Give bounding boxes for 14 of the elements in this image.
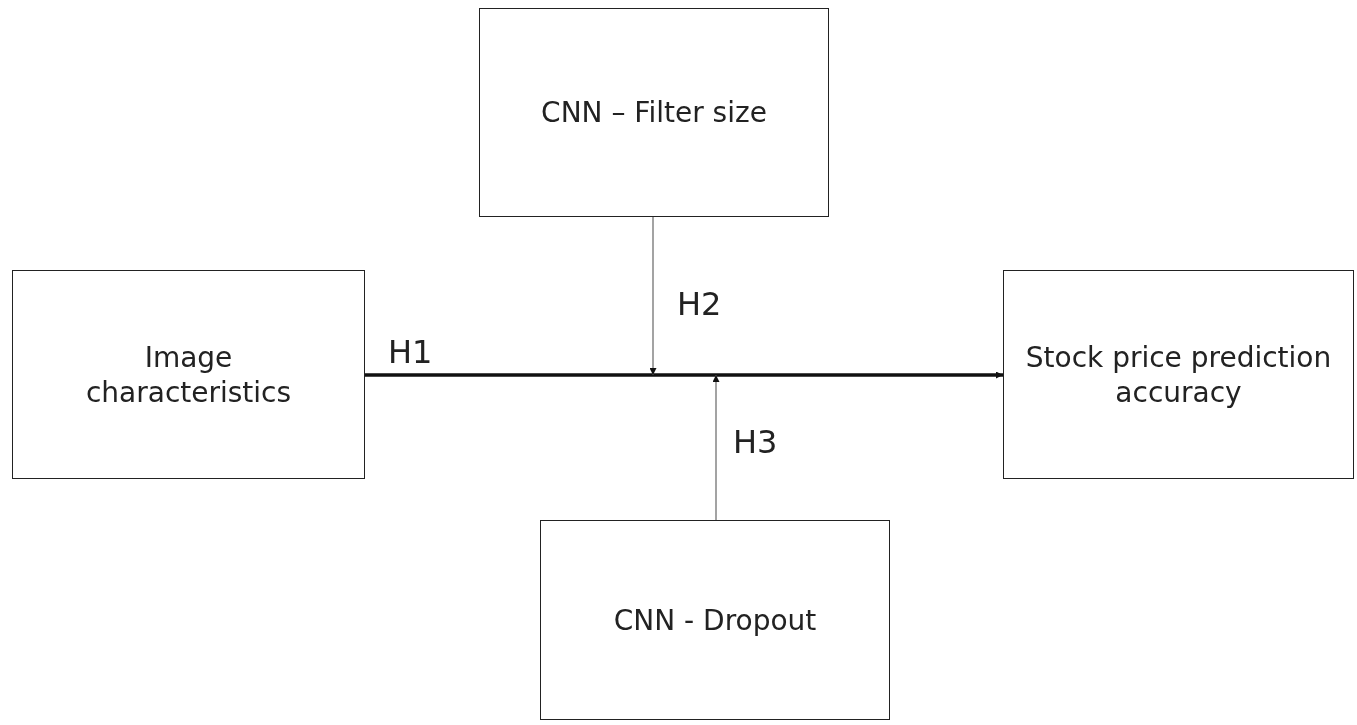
box-label: CNN – Filter size — [541, 95, 767, 130]
arrow — [712, 374, 720, 521]
box — [479, 8, 829, 217]
edge-label: H1 — [388, 333, 433, 371]
edge-label: H2 — [677, 285, 722, 323]
edge-label: H3 — [733, 423, 778, 461]
box-label: CNN - Dropout — [613, 602, 817, 638]
arrow — [365, 371, 1003, 379]
arrow — [649, 216, 657, 376]
box — [540, 520, 890, 720]
box — [1003, 270, 1354, 479]
box — [12, 270, 365, 479]
box-label: Image characteristics — [84, 339, 293, 410]
box-label: Stock price prediction accuracy — [1024, 339, 1333, 410]
